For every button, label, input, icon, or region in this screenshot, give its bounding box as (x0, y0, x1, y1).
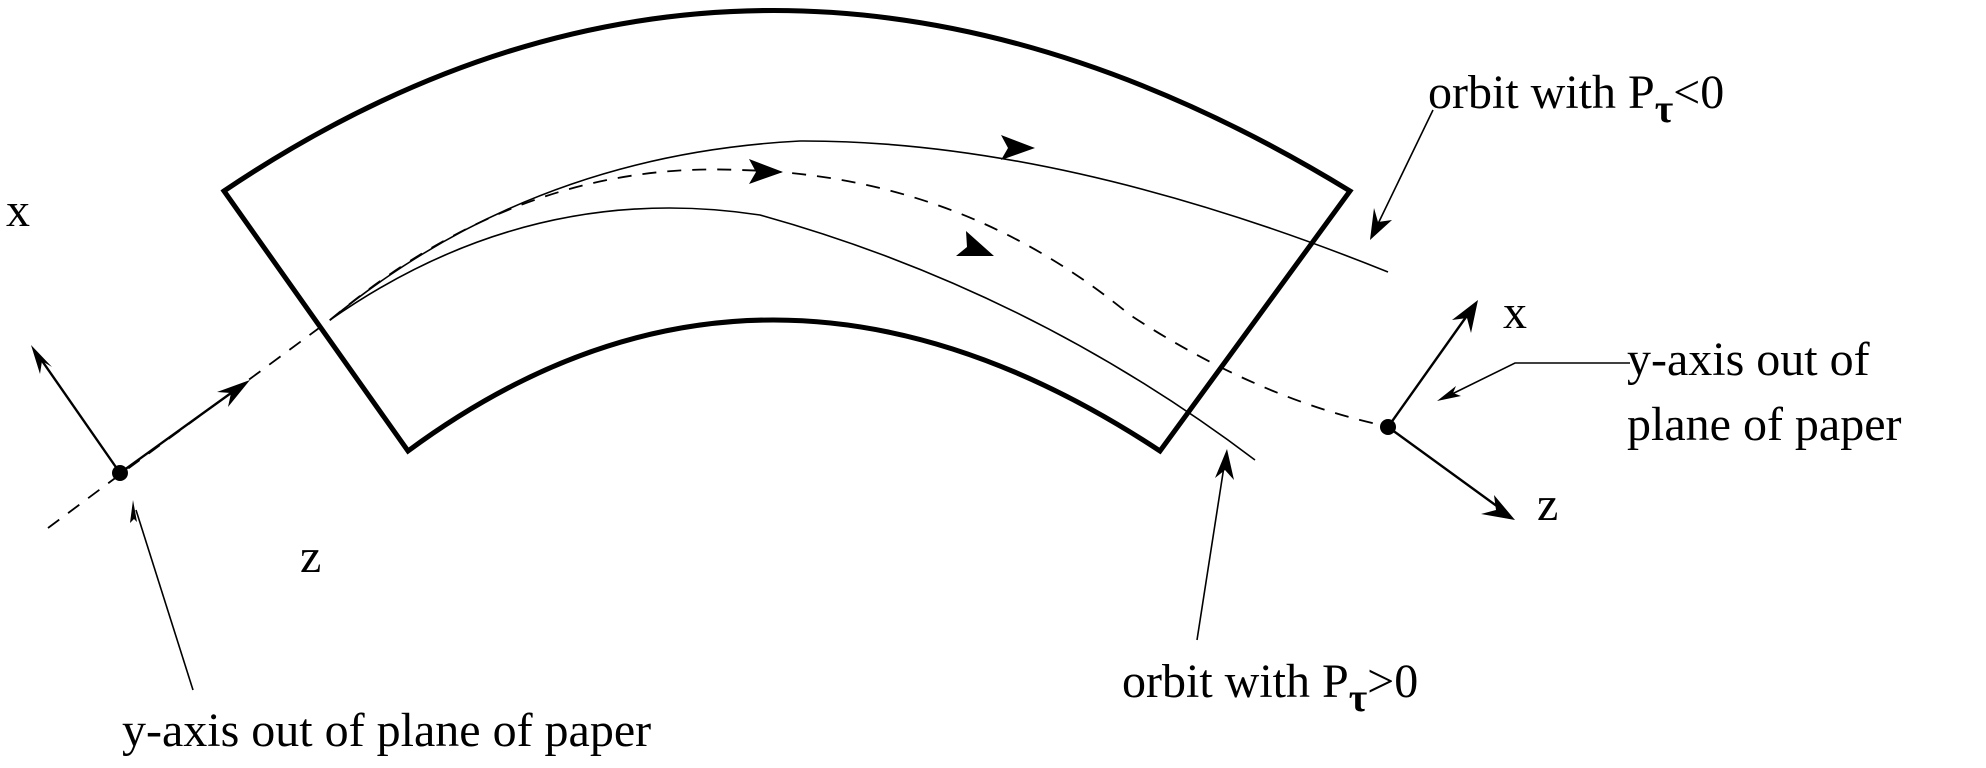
orbit-positive-arrowhead (956, 231, 994, 256)
pointer-left-y-axis (135, 509, 194, 691)
left-x-axis-label: x (6, 184, 30, 237)
orbit-negative-label: orbit with Pτ<0 (1428, 66, 1724, 131)
right-y-axis-note-line1: y-axis out of (1627, 333, 1870, 386)
right-z-axis (1387, 426, 1506, 513)
orbit-negative-label-subscript: τ (1655, 86, 1673, 131)
orbit-positive-ptau (329, 207, 1256, 461)
right-z-axis-label: z (1537, 478, 1558, 531)
right-y-axis-note-line2: plane of paper (1627, 398, 1902, 451)
left-z-axis-label: z (300, 530, 321, 583)
left-x-axis (37, 354, 121, 474)
reference-orbit-arrowhead (749, 159, 783, 184)
left-z-axis-arrowhead (217, 380, 250, 407)
orbit-negative-arrowhead (1001, 135, 1035, 160)
pointer-left-y-axis-head (130, 500, 137, 523)
right-x-axis-label: x (1503, 286, 1527, 339)
orbit-positive-label-subscript: τ (1349, 675, 1367, 720)
pointer-orbit-positive-head (1215, 449, 1234, 480)
orbit-negative-label-suffix: <0 (1673, 66, 1724, 119)
orbit-negative-label-prefix: orbit with P (1428, 66, 1655, 119)
pointer-orbit-negative-head (1370, 208, 1392, 240)
right-z-axis-arrowhead (1481, 495, 1515, 520)
left-z-axis (119, 387, 239, 474)
orbit-positive-label: orbit with Pτ>0 (1122, 655, 1418, 720)
pointer-right-y-axis-head (1437, 386, 1461, 401)
left-y-axis-note: y-axis out of plane of paper (122, 704, 651, 757)
orbit-positive-label-suffix: >0 (1367, 655, 1418, 708)
pointer-orbit-negative (1374, 109, 1434, 231)
right-x-axis-arrowhead (1452, 300, 1478, 333)
orbit-negative-ptau (329, 140, 1389, 321)
right-x-axis (1387, 309, 1472, 428)
bending-magnet-outline (220, 8, 1354, 455)
left-x-axis-arrowhead (31, 345, 52, 374)
pointer-right-y-axis (1449, 362, 1630, 396)
orbit-positive-label-prefix: orbit with P (1122, 655, 1349, 708)
pointer-orbit-positive (1196, 459, 1226, 641)
